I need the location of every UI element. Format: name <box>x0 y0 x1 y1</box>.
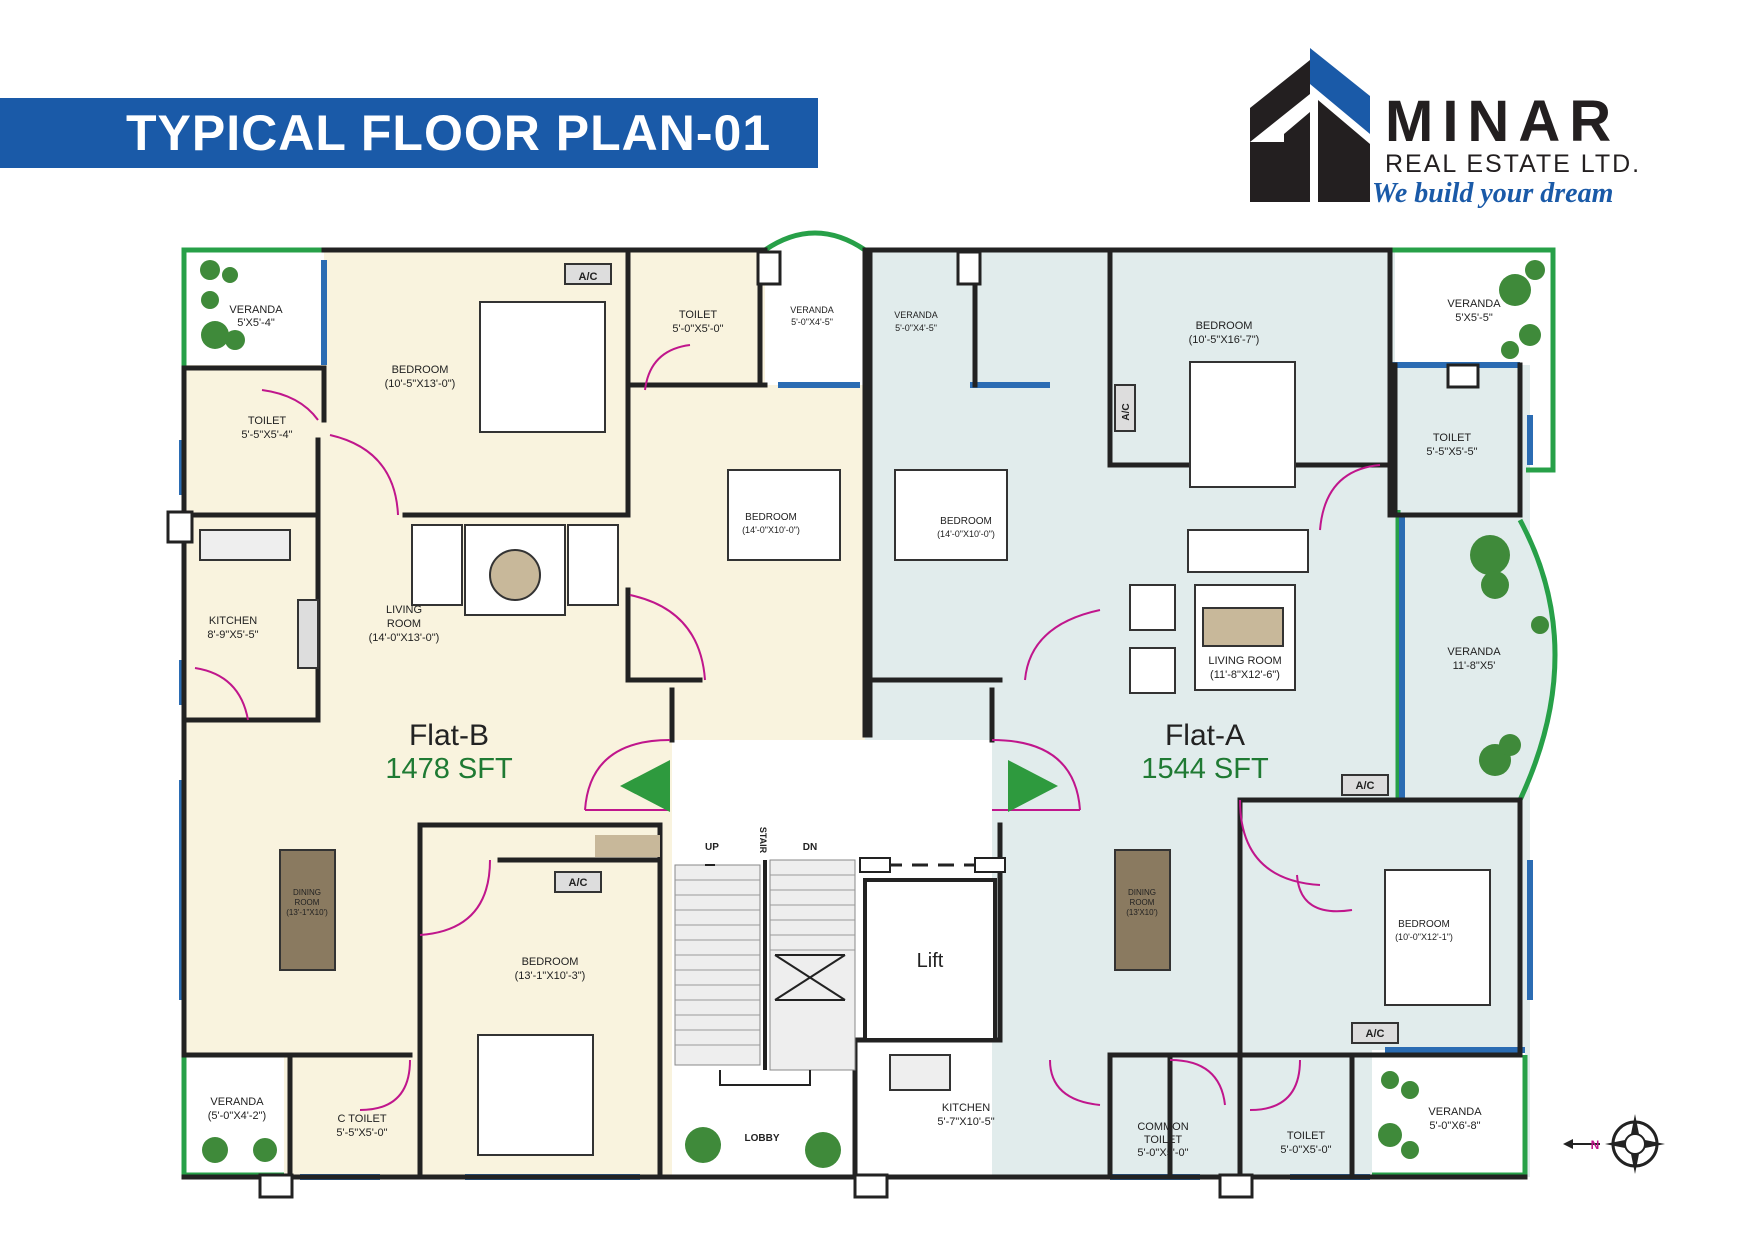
veranda-se-name: VERANDA <box>1428 1106 1482 1118</box>
toilet-a-bottom-name: TOILET <box>1287 1130 1326 1142</box>
lobby-label: LOBBY <box>745 1133 780 1144</box>
toilet-b-left-size: 5'-5"X5'-4" <box>241 429 292 441</box>
bedroom-b-mid-name: BEDROOM <box>745 512 797 523</box>
toilet-b-top-size: 5'-0"X5'-0" <box>672 323 723 335</box>
lift-shaft <box>863 878 997 1042</box>
arrow-left-icon <box>620 760 670 812</box>
ac-label-2: A/C <box>569 877 588 889</box>
text-labels: VERANDA 5'X5'-4" BEDROOM (10'-5"X13'-0")… <box>207 271 1599 1159</box>
ac-label-3: A/C <box>1356 780 1375 792</box>
bedroom-a-right-name: BEDROOM <box>1398 919 1450 930</box>
bedroom-a-mid-name: BEDROOM <box>940 516 992 527</box>
toilet-a-bottom-size: 5'-0"X5'-0" <box>1280 1144 1331 1156</box>
common-toilet-name2: TOILET <box>1144 1134 1183 1146</box>
dining-b-name: DINING <box>293 888 321 897</box>
toilet-a-right-name: TOILET <box>1433 432 1472 444</box>
furniture <box>199 301 1491 1156</box>
flat-b-area: 1478 SFT <box>385 753 513 785</box>
kitchen-a-size: 5'-7"X10'-5" <box>937 1116 994 1128</box>
dining-a-name: DINING <box>1128 888 1156 897</box>
arrow-right-icon <box>1008 760 1058 812</box>
common-toilet-size: 5'-0"X5'-0" <box>1137 1147 1188 1159</box>
stair <box>674 857 1006 1086</box>
ac-label-1: A/C <box>579 271 598 283</box>
veranda-a-top-name: VERANDA <box>894 310 938 320</box>
shaft-icons <box>166 250 1480 1199</box>
flat-b-name: Flat-B <box>409 719 489 752</box>
living-b-name: LIVING <box>386 604 422 616</box>
stair-dn-label: DN <box>803 842 817 853</box>
flat-a-area: 1544 SFT <box>1141 753 1269 785</box>
ac-units <box>554 263 1399 1044</box>
bedroom-b-top-size: (10'-5"X13'-0") <box>385 378 456 390</box>
toilet-a-right-size: 5'-5"X5'-5" <box>1426 446 1477 458</box>
bedroom-b-mid-size: (14'-0"X10'-0") <box>742 525 800 535</box>
kitchen-a-name: KITCHEN <box>942 1102 990 1114</box>
brand-tagline: We build your dream <box>1372 178 1614 209</box>
toilet-b-top-name: TOILET <box>679 309 718 321</box>
veranda-ne-size: 5'X5'-5" <box>1455 312 1493 324</box>
ctoilet-size: 5'-5"X5'-0" <box>336 1127 387 1139</box>
lift-label: Lift <box>917 950 944 972</box>
living-b-size: (14'-0"X13'-0") <box>369 632 440 644</box>
plants <box>200 260 1549 1168</box>
stair-label: STAIR <box>758 827 768 854</box>
living-a-name: LIVING ROOM <box>1208 655 1281 667</box>
veranda-b-top-name: VERANDA <box>790 305 834 315</box>
flat-a-name: Flat-A <box>1165 719 1245 752</box>
dining-b-size: (13'-1"X10') <box>286 908 328 917</box>
minar-logo-mark <box>1250 48 1370 202</box>
title-banner <box>0 98 818 168</box>
bedroom-a-top-name: BEDROOM <box>1196 320 1253 332</box>
veranda-sw-name: VERANDA <box>210 1096 264 1108</box>
bedroom-a-right-size: (10'-0"X12'-1") <box>1395 932 1453 942</box>
veranda-e-name: VERANDA <box>1447 646 1501 658</box>
bedroom-b-bottom-name: BEDROOM <box>522 956 579 968</box>
veranda-se-size: 5'-0"X6'-8" <box>1429 1120 1480 1132</box>
kitchen-b-name: KITCHEN <box>209 615 257 627</box>
living-a-size: (11'-8"X12'-6") <box>1210 669 1280 681</box>
dining-a-size: (13'X10') <box>1126 908 1158 917</box>
bedroom-a-mid-size: (14'-0"X10'-0") <box>937 529 995 539</box>
kitchen-b-size: 8'-9"X5'-5" <box>207 629 258 641</box>
bedroom-a-top-size: (10'-5"X16'-7") <box>1189 334 1260 346</box>
dining-b-name2: ROOM <box>295 898 320 907</box>
veranda-sw-size: (5'-0"X4'-2") <box>208 1110 266 1122</box>
ac-label-4: A/C <box>1366 1028 1385 1040</box>
veranda-nw-size: 5'X5'-4" <box>237 317 275 329</box>
doors <box>194 344 1381 1111</box>
ac-label-5: A/C <box>1121 403 1132 420</box>
toilet-b-left-name: TOILET <box>248 415 287 427</box>
bedroom-b-top-name: BEDROOM <box>392 364 449 376</box>
veranda-nw-name: VERANDA <box>229 304 283 316</box>
living-b-name2: ROOM <box>387 618 421 630</box>
dining-a-name2: ROOM <box>1130 898 1155 907</box>
ctoilet-name: C TOILET <box>337 1113 386 1125</box>
brand-name: MINAR <box>1385 89 1621 154</box>
veranda-b-top-size: 5'-0"X4'-5" <box>791 317 833 327</box>
veranda-e-size: 11'-8"X5' <box>1453 660 1496 672</box>
veranda-a-top-size: 5'-0"X4'-5" <box>895 323 937 333</box>
brand-subtitle: REAL ESTATE LTD. <box>1385 150 1642 178</box>
page-title: TYPICAL FLOOR PLAN-01 <box>126 105 772 161</box>
veranda-ne-name: VERANDA <box>1447 298 1501 310</box>
north-label: N <box>1591 1138 1600 1152</box>
compass-icon <box>1563 1114 1665 1174</box>
common-toilet-name: COMMON <box>1137 1121 1188 1133</box>
bedroom-b-bottom-size: (13'-1"X10'-3") <box>515 970 586 982</box>
stair-up-label: UP <box>705 842 719 853</box>
